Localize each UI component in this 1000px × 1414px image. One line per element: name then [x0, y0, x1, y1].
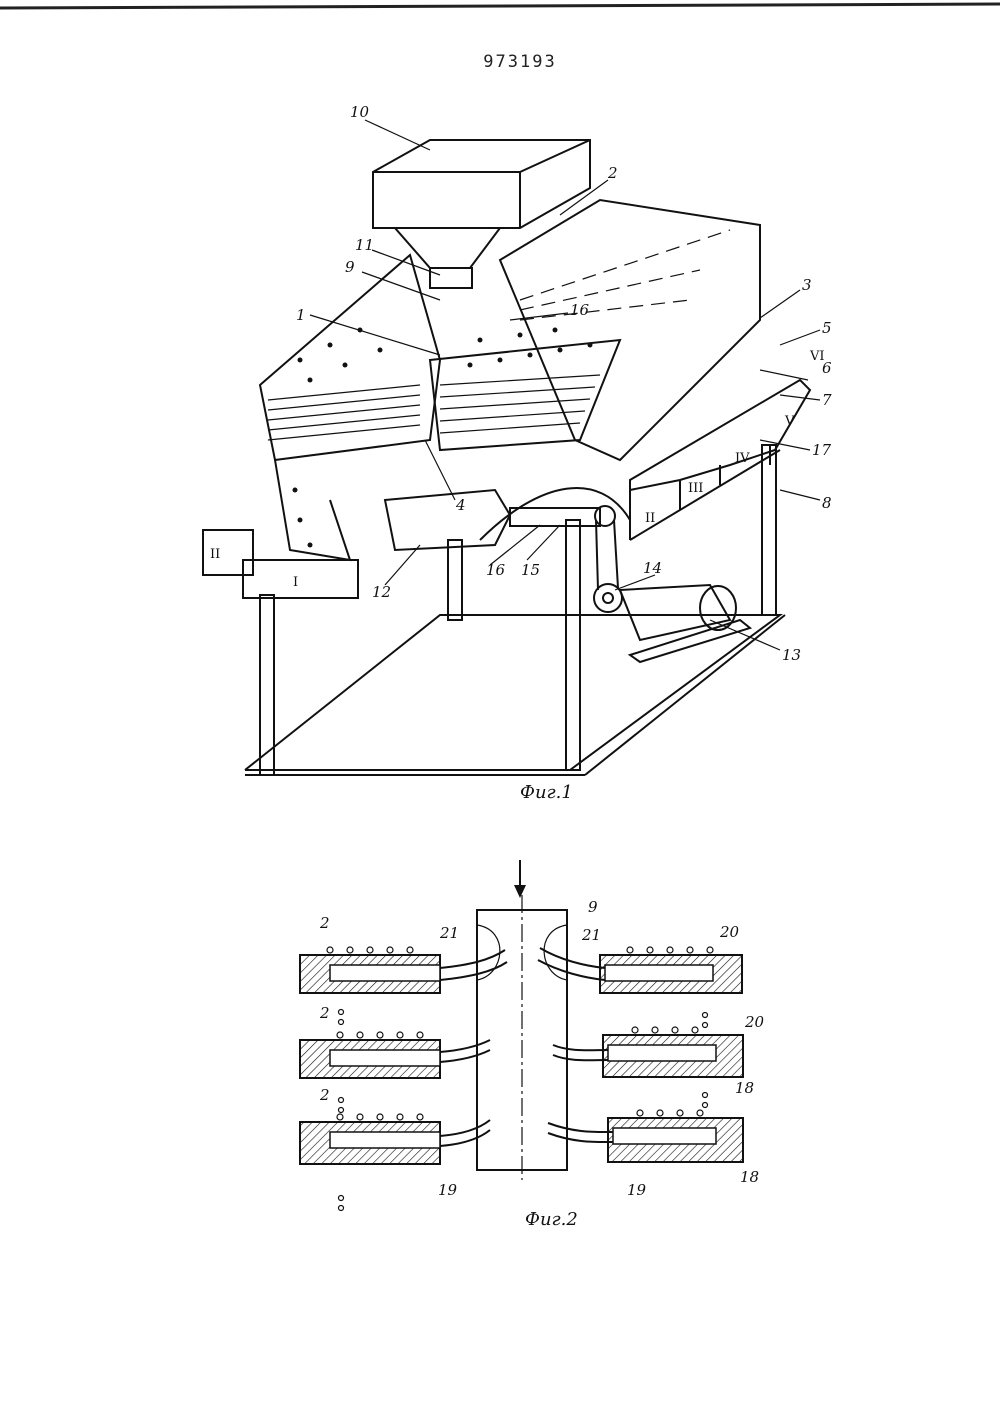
label-10: 10 — [350, 103, 370, 121]
fig1-drawing: 10 2 11 9 1 16 3 5 VI 6 7 17 V IV III II… — [203, 103, 832, 803]
label-V: V — [784, 414, 795, 429]
fig2-label-2-mid: 2 — [319, 1004, 330, 1022]
label-III: III — [688, 481, 703, 496]
left-sieve-sections — [300, 955, 440, 1164]
label-16: 16 — [486, 561, 506, 579]
fig2-label-2-top: 2 — [319, 914, 330, 932]
label-7: 7 — [822, 391, 832, 409]
fig2-label-21-right: 21 — [581, 926, 601, 944]
fig2-label-19-right: 19 — [627, 1181, 647, 1199]
fig2-label-21-left: 21 — [439, 924, 459, 942]
spray-lines — [520, 230, 730, 320]
label-IV: IV — [735, 451, 750, 466]
center-sieve-slats — [440, 375, 600, 433]
label-8: 8 — [822, 494, 832, 512]
left-sieve-slats — [268, 385, 420, 440]
label-3: 3 — [802, 276, 812, 294]
right-sieve-sections — [600, 955, 743, 1162]
label-2: 2 — [607, 164, 618, 182]
fig1-caption: Фиг.1 — [520, 782, 573, 803]
fig2-caption: Фиг.2 — [525, 1209, 578, 1230]
fig2-label-9: 9 — [588, 898, 598, 916]
sieve-holes — [293, 328, 593, 548]
label-9: 9 — [345, 258, 355, 276]
fig2-label-2-bottom: 2 — [319, 1086, 330, 1104]
label-I: I — [293, 575, 298, 590]
label-1: 1 — [296, 306, 306, 324]
fig2-label-20-mid: 20 — [744, 1013, 765, 1031]
fig2-label-19-left: 19 — [438, 1181, 458, 1199]
label-4: 4 — [455, 496, 466, 514]
label-12: 12 — [372, 583, 391, 601]
label-15: 15 — [521, 561, 540, 579]
feed-tubes — [440, 925, 613, 1146]
label-11: 11 — [355, 236, 374, 254]
label-16-top: 16 — [570, 301, 590, 319]
fig2-label-18-bottom: 18 — [740, 1168, 759, 1186]
fig2-label-18-mid: 18 — [735, 1079, 754, 1097]
label-17: 17 — [812, 441, 832, 459]
label-5: 5 — [822, 319, 832, 337]
fig2-drawing: 2 21 9 21 20 2 20 2 18 19 19 18 Фиг.2 — [300, 860, 765, 1230]
label-II-right: II — [645, 511, 655, 526]
label-14: 14 — [643, 559, 662, 577]
fig2-label-20-top: 20 — [719, 923, 740, 941]
label-13: 13 — [782, 646, 801, 664]
drive-assembly — [385, 488, 750, 662]
label-II-left: II — [210, 547, 220, 562]
label-6: 6 — [822, 359, 832, 377]
